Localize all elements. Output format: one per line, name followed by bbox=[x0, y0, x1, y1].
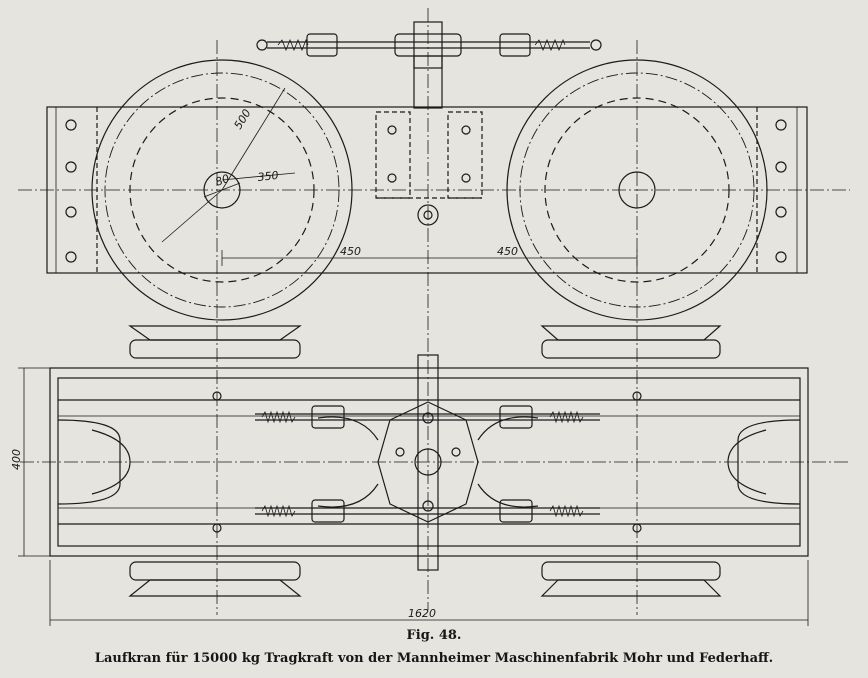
flange-radius-label: 350 bbox=[257, 169, 279, 184]
left-wheel-plan bbox=[91, 59, 353, 321]
top-dimension-lines bbox=[161, 87, 638, 266]
figure-caption: Laufkran für 15000 kg Tragkraft von der … bbox=[94, 651, 774, 666]
left-half-span-label: 450 bbox=[340, 245, 361, 258]
side-tension-rods bbox=[255, 405, 600, 523]
wheel-radius-label: 500 bbox=[232, 107, 254, 132]
right-half-span-label: 450 bbox=[497, 245, 518, 258]
frame-height-label: 400 bbox=[10, 449, 23, 470]
top-frame bbox=[46, 106, 808, 274]
top-tie-rod bbox=[256, 21, 602, 109]
center-lines bbox=[18, 8, 850, 615]
hub-bore-label: 80 bbox=[214, 172, 232, 189]
figure-number: Fig. 48. bbox=[406, 628, 462, 643]
overall-length-label: 1620 bbox=[408, 607, 436, 620]
wheel-rims bbox=[128, 325, 722, 597]
right-wheel-plan bbox=[506, 59, 768, 321]
center-bridge-plate bbox=[317, 354, 539, 571]
outer-dimension-lines bbox=[18, 367, 809, 626]
